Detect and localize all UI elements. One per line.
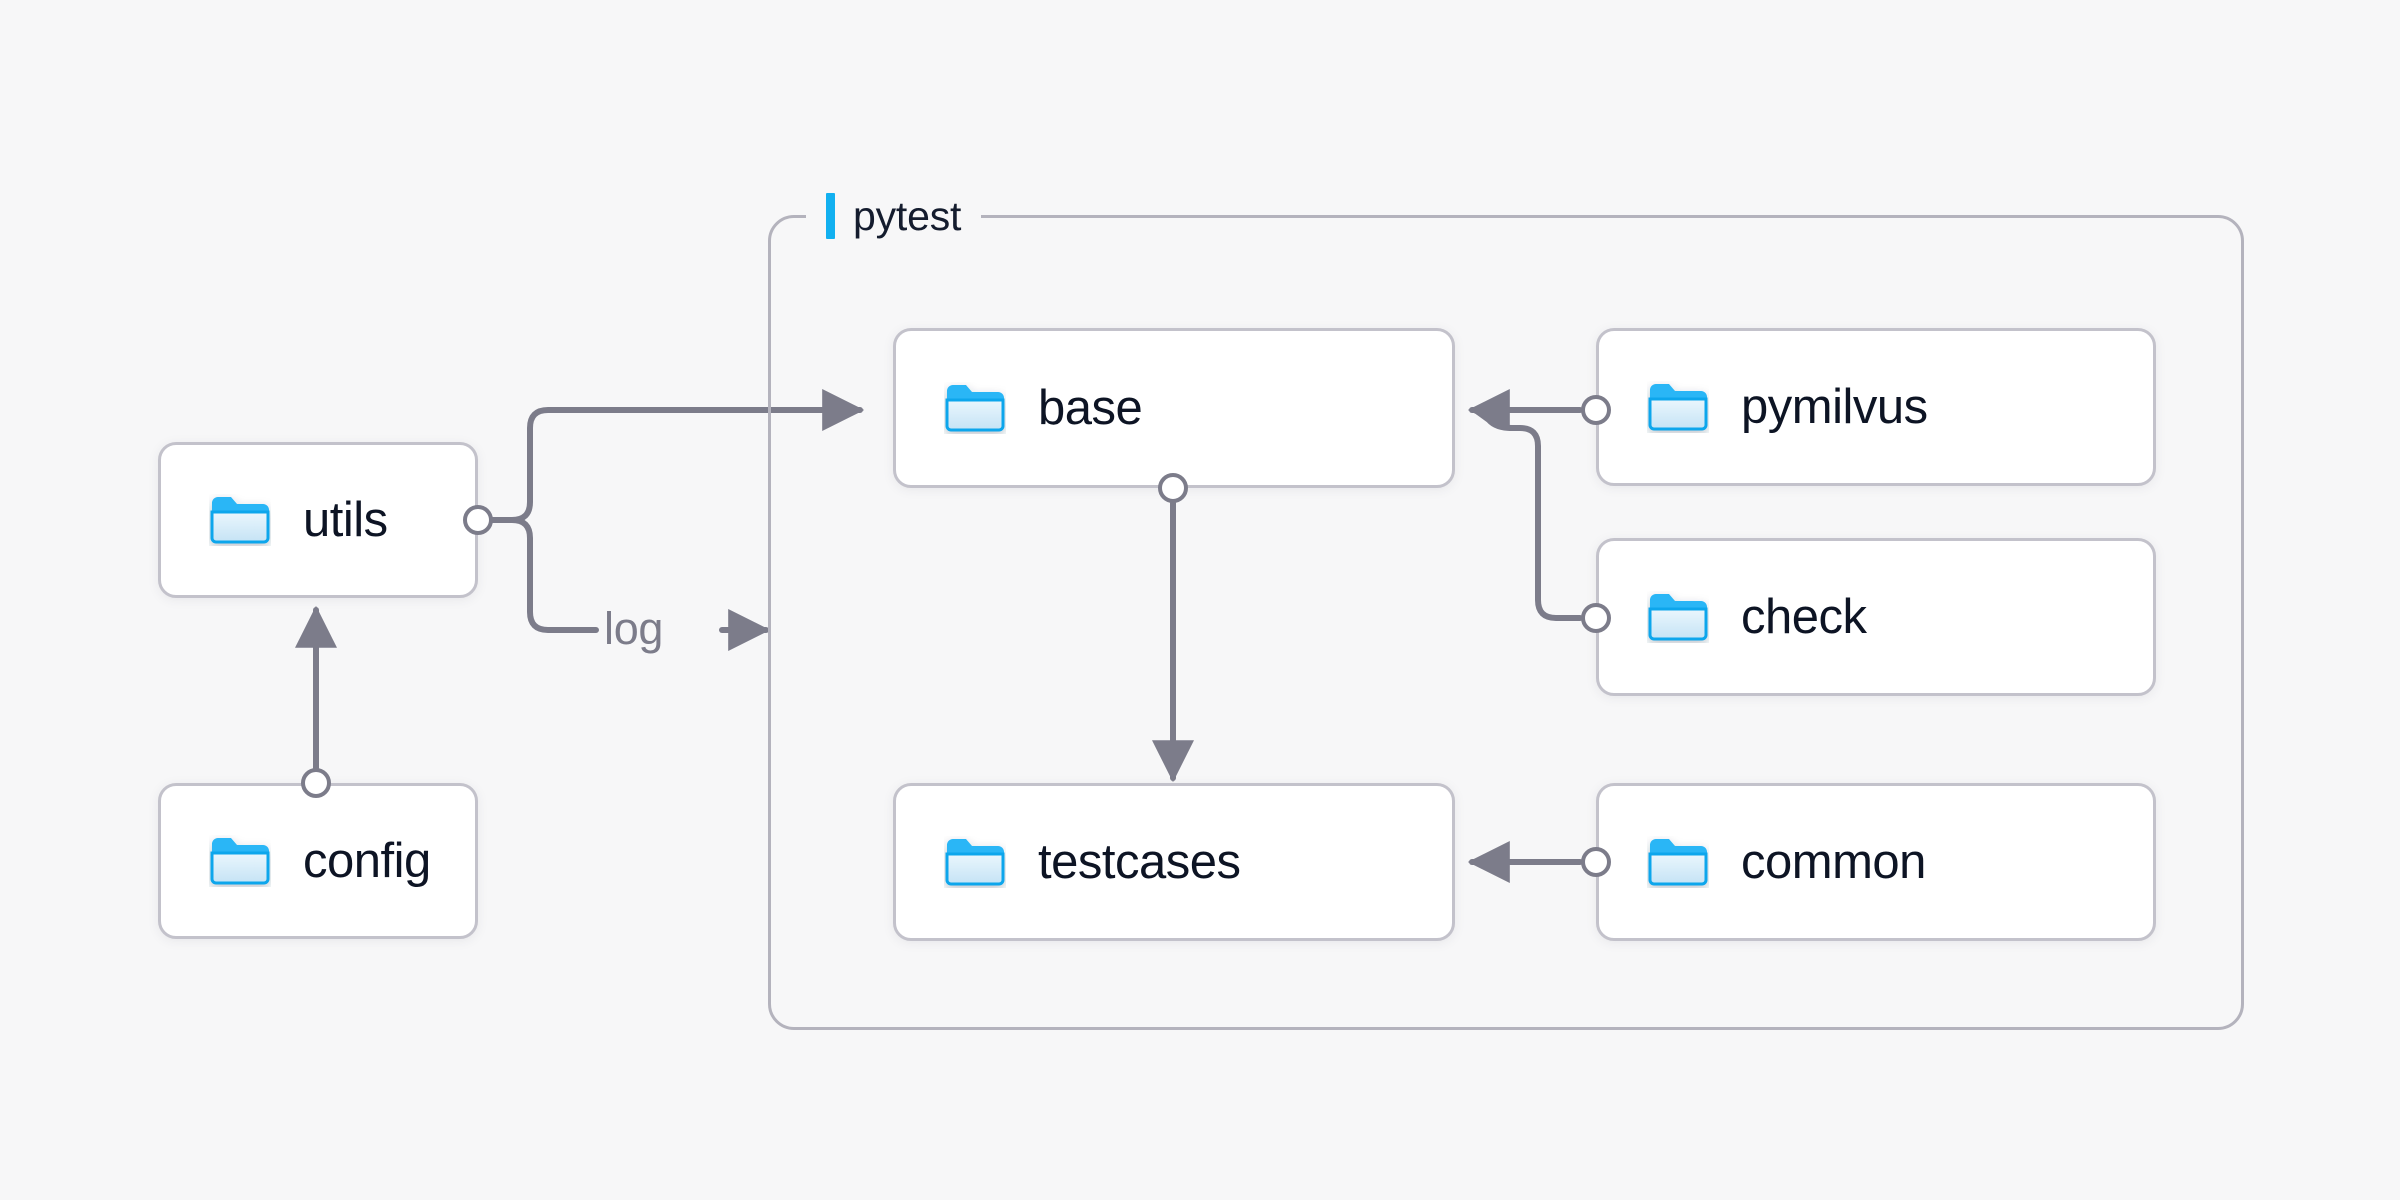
port-check-left[interactable] <box>1581 603 1611 633</box>
port-common-left[interactable] <box>1581 847 1611 877</box>
port-pymilvus-left[interactable] <box>1581 395 1611 425</box>
node-config-label: config <box>303 833 431 888</box>
node-common-label: common <box>1741 834 1926 889</box>
folder-icon <box>1648 839 1708 886</box>
node-testcases-label: testcases <box>1038 834 1241 889</box>
node-config[interactable]: config <box>158 783 478 939</box>
group-title: pytest <box>853 192 962 239</box>
folder-icon <box>945 385 1005 432</box>
folder-icon <box>945 839 1005 886</box>
group-pytest[interactable] <box>768 215 2244 1030</box>
node-testcases[interactable]: testcases <box>893 783 1455 941</box>
node-utils[interactable]: utils <box>158 442 478 598</box>
edge-check-base <box>1475 409 1583 621</box>
folder-icon <box>210 838 270 885</box>
group-accent-bar <box>826 193 835 239</box>
edge-utils-log <box>475 517 771 651</box>
group-pytest-label: pytest <box>806 188 982 244</box>
node-base[interactable]: base <box>893 328 1455 488</box>
folder-icon <box>210 497 270 544</box>
folder-icon <box>1648 384 1708 431</box>
node-pymilvus-label: pymilvus <box>1741 379 1928 434</box>
node-pymilvus[interactable]: pymilvus <box>1596 328 2156 486</box>
port-base-bottom[interactable] <box>1158 473 1188 503</box>
node-check-label: check <box>1741 589 1867 644</box>
folder-icon <box>1648 594 1708 641</box>
node-common[interactable]: common <box>1596 783 2156 941</box>
node-check[interactable]: check <box>1596 538 2156 696</box>
edge-label-log: log <box>604 603 664 654</box>
port-config-top[interactable] <box>301 768 331 798</box>
port-utils-right[interactable] <box>463 505 493 535</box>
node-utils-label: utils <box>303 492 388 547</box>
node-base-label: base <box>1038 380 1143 435</box>
